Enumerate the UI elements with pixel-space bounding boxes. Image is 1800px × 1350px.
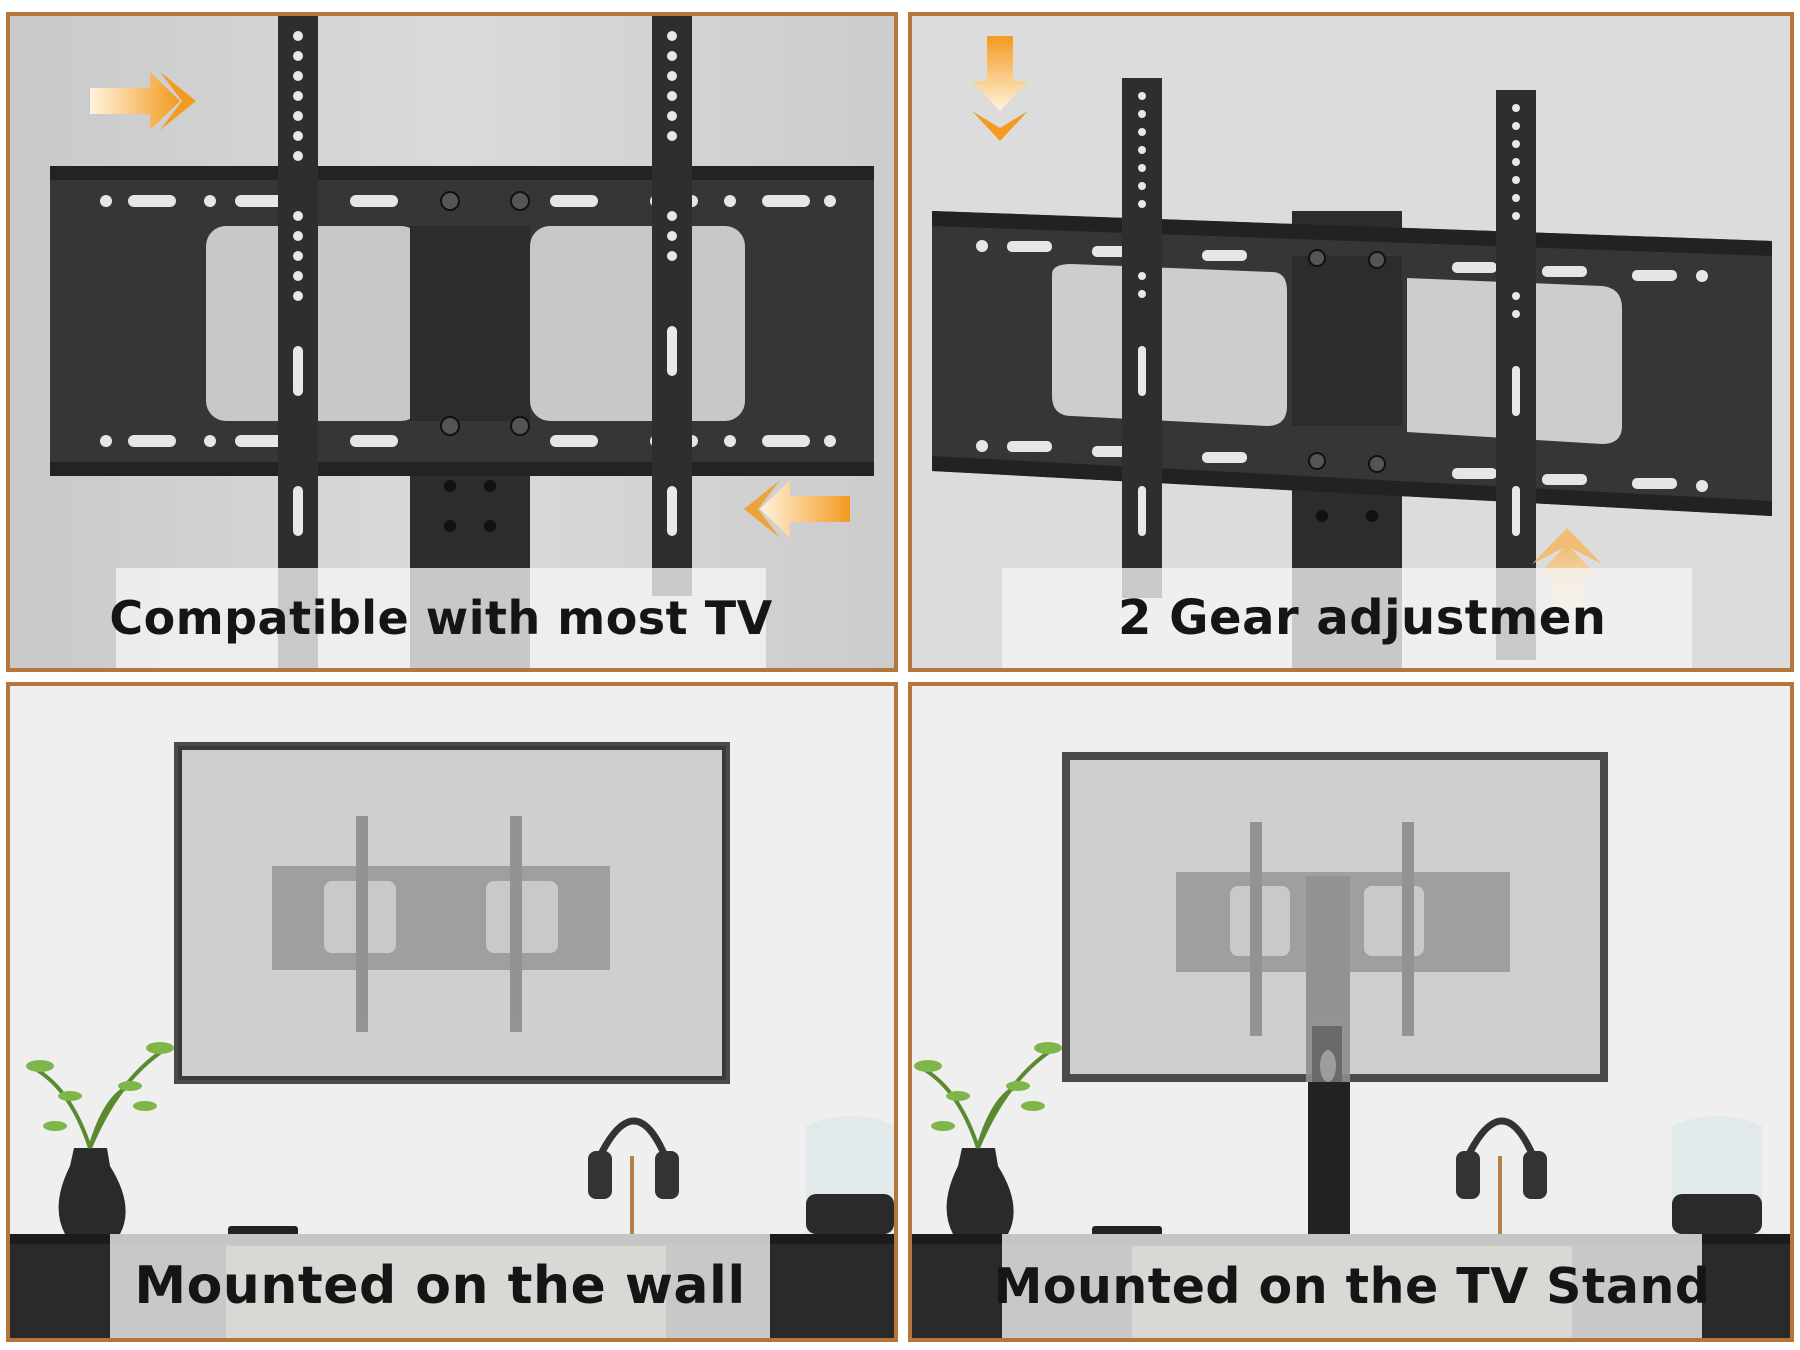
caption-band: 2 Gear adjustmen [1002,568,1692,668]
panel-compatible: Compatible with most TV [6,12,898,672]
bracket-closeup-illustration [10,16,894,668]
arrow-down-icon [972,36,1028,141]
panel-caption: 2 Gear adjustmen [1118,590,1607,646]
caption-band: Mounted on the TV Stand [993,1234,1711,1338]
panel-wall-mount: Mounted on the wall [6,682,898,1342]
living-room-wall-illustration [10,686,894,1338]
arrow-right-icon [90,72,196,130]
arrow-left-icon [744,480,850,538]
panel-gear-adjustment: 2 Gear adjustmen [908,12,1794,672]
panel-caption: Mounted on the wall [134,1256,746,1316]
caption-band: Mounted on the wall [110,1234,770,1338]
panel-caption: Compatible with most TV [109,591,773,645]
caption-band: Compatible with most TV [109,568,773,668]
panel-caption: Mounted on the TV Stand [993,1257,1711,1315]
panel-stand-mount: Mounted on the TV Stand [908,682,1794,1342]
